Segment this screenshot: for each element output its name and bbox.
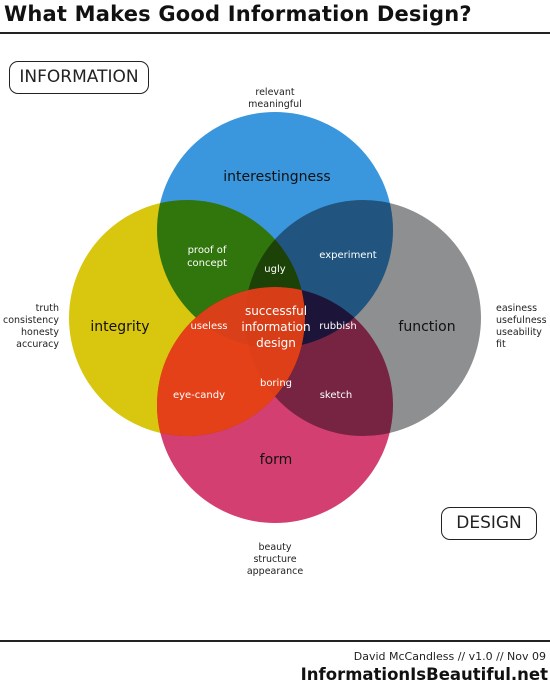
center-line-successful: successful	[245, 304, 307, 318]
overlap-eye-candy: eye-candy	[173, 390, 225, 401]
center-line-information: information	[241, 320, 310, 334]
form-words: beauty structure appearance	[225, 542, 325, 578]
function-words: easiness usefulness useability fit	[496, 303, 550, 351]
credit-line: David McCandless // v1.0 // Nov 09	[353, 650, 546, 663]
word-truth: truth	[35, 303, 59, 314]
word-honesty: honesty	[21, 327, 59, 338]
overlap-boring: boring	[260, 378, 292, 389]
title-rule	[0, 32, 550, 34]
design-label: DESIGN	[441, 507, 537, 540]
circle-interestingness	[157, 112, 393, 348]
word-beauty: beauty	[258, 542, 292, 553]
integrity-words: truth consistency honesty accuracy	[0, 303, 59, 351]
overlap-ugly: ugly	[264, 264, 285, 275]
site-name: InformationIsBeautiful.net	[300, 665, 548, 684]
word-fit: fit	[496, 339, 506, 350]
word-relevant: relevant	[255, 87, 295, 98]
information-label: INFORMATION	[9, 61, 149, 94]
word-accuracy: accuracy	[16, 339, 59, 350]
word-meaningful: meaningful	[248, 99, 302, 110]
word-useability: useability	[496, 327, 542, 338]
overlap-useless: useless	[190, 321, 227, 332]
overlap-experiment: experiment	[319, 250, 377, 261]
label-form: form	[260, 452, 293, 468]
word-easiness: easiness	[496, 303, 538, 314]
label-integrity: integrity	[90, 319, 149, 335]
footer-rule	[0, 640, 550, 642]
center-line-design: design	[256, 336, 296, 350]
page-title: What Makes Good Information Design?	[4, 2, 472, 26]
overlap-sketch: sketch	[320, 390, 353, 401]
word-consistency: consistency	[2, 315, 59, 326]
overlap-rubbish: rubbish	[319, 321, 356, 332]
overlap-concept: concept	[187, 258, 227, 269]
word-structure: structure	[253, 554, 297, 565]
overlap-proof-of: proof of	[188, 245, 227, 256]
word-appearance: appearance	[246, 566, 304, 577]
word-usefulness: usefulness	[496, 315, 547, 326]
label-function: function	[398, 319, 455, 335]
label-interestingness: interestingness	[223, 169, 330, 185]
